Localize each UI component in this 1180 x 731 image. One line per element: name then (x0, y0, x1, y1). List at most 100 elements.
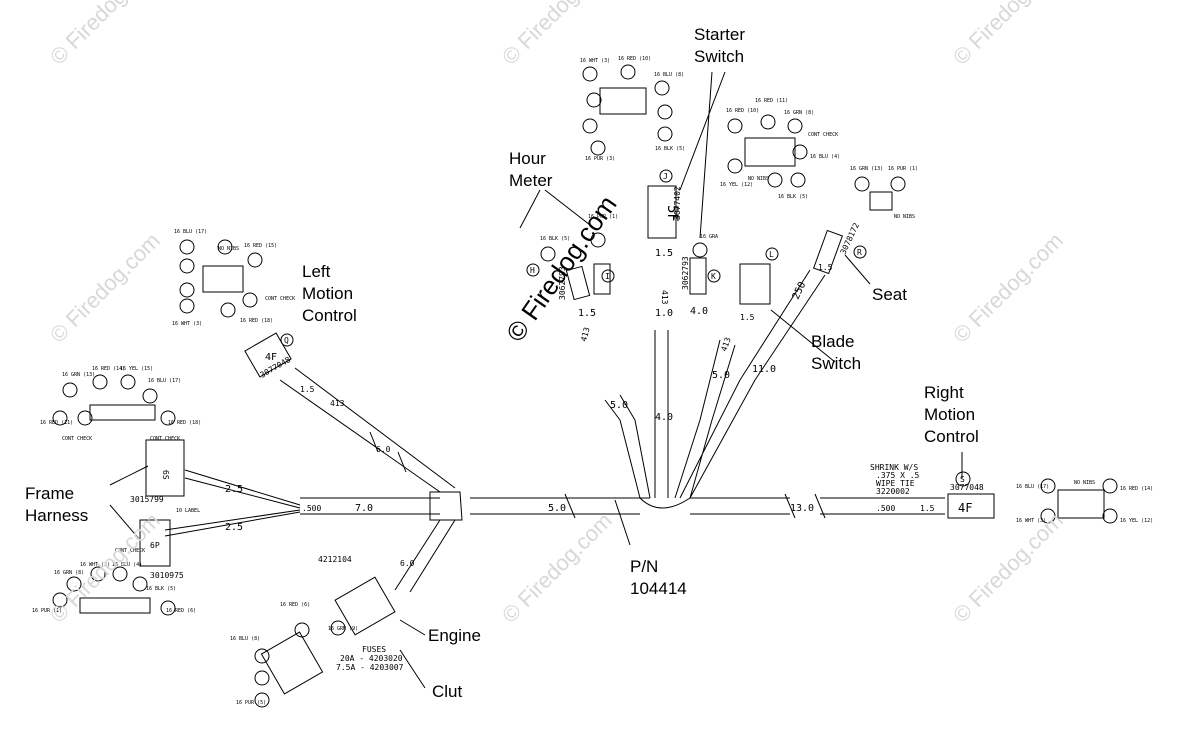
length-label: 5.0 (548, 503, 566, 514)
length-label: 1.0 (655, 308, 673, 319)
shrink-text: WIPE TIE (876, 479, 915, 488)
pin-label: 16 WHT (3) (80, 562, 110, 568)
pin-label: 16 PUR (5) (236, 700, 266, 706)
pin-label: 16 WHT (3) (1016, 518, 1046, 524)
pin-label: 16 BLU (8) (654, 72, 684, 78)
leader-lines (109, 71, 963, 689)
pin-label: 16 RED (11) (40, 420, 73, 426)
engine-connector (334, 576, 396, 636)
callout: L (769, 250, 774, 259)
pin-label: 16 RED (15) (244, 243, 277, 249)
length-label: 2.5 (225, 522, 243, 533)
callout-circles: Q H I J K L R S (280, 169, 965, 484)
length-label: 4.0 (655, 412, 673, 423)
pin-labels: 16 BLU (17) 16 RED (15) 16 WHT (3) 16 RE… (32, 56, 1153, 706)
shrink-text: SHRINK W/S (870, 463, 918, 472)
blade-switch-connector (739, 263, 771, 305)
fuse-text: FUSES (362, 645, 386, 654)
length-label: 1.5 (300, 385, 315, 394)
callout: R (857, 248, 862, 257)
length-label: 1.5 (578, 308, 596, 319)
pin-label: 16 RED (6) (280, 602, 310, 608)
part-number: 3062793 (558, 266, 567, 300)
part-number: 3077048 (950, 483, 984, 492)
length-label: 7.0 (355, 503, 373, 514)
pin-circles (52, 64, 1118, 708)
shrink-text: 3220002 (876, 487, 910, 496)
pin-label: CONT CHECK (808, 132, 838, 138)
part-number: 4F (265, 352, 277, 363)
frame-harness-label: Frame Harness (25, 484, 89, 525)
engine-plug (260, 631, 324, 695)
callout: H (530, 266, 535, 275)
pin-label: 16 BLU (8) (230, 636, 260, 642)
pin-label: 16 BLK (5) (778, 194, 808, 200)
pin-label: 16 YEL (15) (120, 366, 153, 372)
pin-label: 16 BLU (4) (112, 562, 142, 568)
left-motion-connector (244, 332, 292, 378)
length-label: 6.0 (400, 559, 415, 568)
part-number: 3077402 (673, 186, 682, 220)
fuse-text: 7.5A - 4203007 (336, 663, 404, 672)
pin-label: CONT CHECK (115, 548, 145, 554)
clut-label: Clut (432, 682, 463, 701)
left-junction (429, 491, 463, 521)
pin-label: 16 RED (6) (166, 608, 196, 614)
frame-connector-6p (139, 519, 171, 567)
pin-label: 16 RED (18) (168, 420, 201, 426)
length-label: 1.5 (740, 313, 755, 322)
pin-label: 16 RED (14) (92, 366, 125, 372)
pin-label: NO NIBS (1074, 480, 1095, 486)
seat-connector (813, 229, 843, 275)
pin-label: 16 RED (14) (1120, 486, 1153, 492)
length-label: .500 (302, 504, 321, 513)
pin-label: 16 GRA (700, 234, 718, 240)
pin-label: NO NIBS (218, 246, 239, 252)
pin-label: 16 PUR (1) (588, 214, 618, 220)
length-label: 5.0 (712, 370, 730, 381)
callout: S (960, 475, 965, 484)
length-label: 1.5 (920, 504, 935, 513)
pin-label: 16 RED (10) (726, 108, 759, 114)
pin-label: 16 GRN (13) (62, 372, 95, 378)
length-label: 4.0 (690, 306, 708, 317)
pin-label: 16 GRN (13) (850, 166, 883, 172)
part-number: 3062793 (681, 256, 690, 290)
length-label: 6.0 (376, 445, 391, 454)
pin-label: 16 BLK (5) (540, 236, 570, 242)
pin-label: 16 BLK (5) (655, 146, 685, 152)
starter-connector (647, 185, 677, 239)
blade-switch-label: Blade Switch (811, 332, 862, 373)
pin-label: NO NIBS (894, 214, 915, 220)
pin-label: 16 BLU (17) (1016, 484, 1049, 490)
length-label: 11.0 (752, 364, 776, 375)
length-label: 1.5 (818, 263, 833, 272)
starter-switch-label: Starter Switch (694, 25, 746, 66)
pin-label: 16 YEL (12) (720, 182, 753, 188)
length-label: .500 (876, 504, 895, 513)
callout: J (663, 172, 668, 181)
pin-label: 16 WHT (3) (172, 321, 202, 327)
pin-label: 10 LABEL (176, 508, 200, 514)
pin-label: 16 RED (10) (618, 56, 651, 62)
pin-label: CONT CHECK (62, 436, 92, 442)
part-number: 6S (161, 470, 170, 480)
pin-label: 16 PUR (1) (32, 608, 62, 614)
part-number: 3015799 (130, 495, 164, 504)
part-number: 4F (958, 501, 972, 515)
callout: K (711, 272, 716, 281)
main-trunk (300, 497, 930, 515)
part-number: 413 (579, 326, 591, 342)
right-motion-connector (947, 493, 995, 519)
part-number: 4212104 (318, 555, 352, 564)
length-label: 1.5 (655, 248, 673, 259)
fuse-text: 20A - 4203020 (340, 654, 403, 663)
pin-label: 16 GRN (9) (328, 626, 358, 632)
pin-label: 16 PUR (1) (888, 166, 918, 172)
part-number: 413 (330, 399, 345, 408)
part-number: 5F (664, 205, 680, 222)
part-number: 413 (660, 290, 669, 305)
pin-label: CONT CHECK (265, 296, 295, 302)
center-fan (619, 379, 756, 499)
